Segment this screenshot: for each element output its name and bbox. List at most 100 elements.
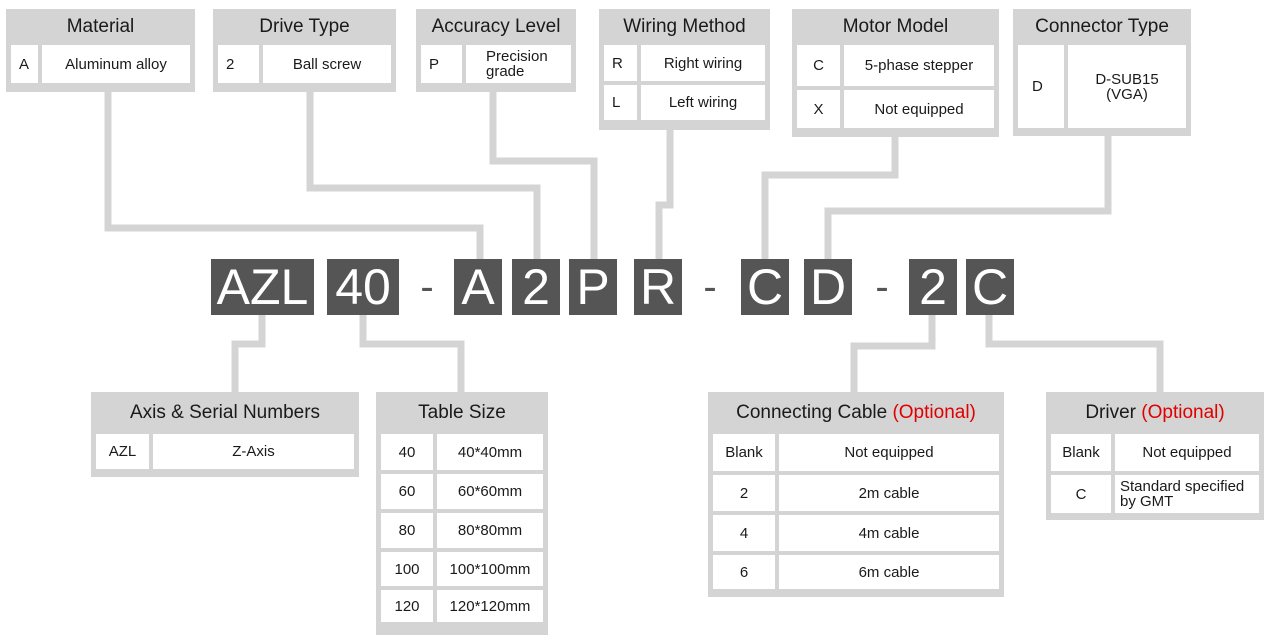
code-block-cable: 2 [909,259,957,315]
code-block-accuracy: P [569,259,617,315]
accuracy-panel: Accuracy Level P Precision grade [416,9,576,92]
option-desc: Right wiring [641,45,765,81]
table-size-panel: Table Size 40 40*40mm 60 60*60mm 80 80*8… [376,392,548,635]
code-block-series: AZL [211,259,314,315]
option-desc: 40*40mm [437,434,543,470]
connector-wiring [655,130,674,259]
driver-panel: Driver (Optional) Blank Not equipped C S… [1046,392,1264,520]
option-code: 100 [381,552,433,586]
optional-label: (Optional) [892,402,976,423]
connector-type-panel: Connector Type D D-SUB15 (VGA) [1013,9,1191,136]
option-code: C [1051,475,1111,513]
option-desc: Not equipped [844,90,994,128]
code-block-driver: C [966,259,1014,315]
option-row: R Right wiring [604,45,765,81]
option-desc: 60*60mm [437,474,543,509]
separator-dash: - [420,264,434,309]
connector-drive-type [306,92,541,259]
panel-title: Connecting Cable (Optional) [713,392,999,434]
option-row: 2 Ball screw [218,45,391,83]
option-code: L [604,85,637,120]
connector-motor [761,137,899,259]
option-code: 2 [713,475,775,511]
connector-axis [231,315,266,392]
connector-driver [985,315,1164,392]
panel-title: Table Size [418,402,506,423]
wiring-panel: Wiring Method R Right wiring L Left wiri… [599,9,770,130]
option-row: L Left wiring [604,85,765,120]
option-code: X [797,90,840,128]
option-desc: 2m cable [779,475,999,511]
connector-material [104,92,484,259]
connector-connector-type [824,136,1112,259]
option-code: 6 [713,555,775,589]
panel-title-text: Connecting Cable [736,402,888,423]
code-block-table-size: 40 [327,259,399,315]
panel-title: Driver (Optional) [1051,392,1259,434]
option-row: A Aluminum alloy [11,45,190,83]
option-code: R [604,45,637,81]
option-code: D [1018,45,1064,128]
cable-panel: Connecting Cable (Optional) Blank Not eq… [708,392,1004,597]
option-desc: Aluminum alloy [42,45,190,83]
option-desc: Ball screw [263,45,391,83]
code-block-material: A [454,259,502,315]
option-code: Blank [713,434,775,471]
option-code: C [797,45,840,86]
code-block-connector: D [804,259,852,315]
option-row: 120 120*120mm [381,590,543,622]
option-row: C Standard specified by GMT [1051,475,1259,513]
option-desc: 5-phase stepper [844,45,994,86]
panel-title: Wiring Method [623,16,746,37]
axis-panel: Axis & Serial Numbers AZL Z-Axis [91,392,359,477]
option-row: 2 2m cable [713,475,999,511]
option-row: 60 60*60mm [381,474,543,509]
option-row: D D-SUB15 (VGA) [1018,45,1186,128]
option-code: AZL [96,434,149,469]
option-row: 6 6m cable [713,555,999,589]
panel-title: Axis & Serial Numbers [129,402,321,423]
option-row: C 5-phase stepper [797,45,994,86]
panel-title: Material [66,16,135,37]
connector-accuracy [489,92,598,259]
panel-title-text: Driver [1085,402,1136,423]
optional-label: (Optional) [1141,402,1225,423]
option-desc: Not equipped [1115,434,1259,471]
panel-title: Connector Type [1035,16,1169,37]
option-desc: Not equipped [779,434,999,471]
option-row: 40 40*40mm [381,434,543,470]
option-code: 80 [381,513,433,548]
option-desc: Standard specified by GMT [1115,475,1259,513]
option-desc: D-SUB15 (VGA) [1068,45,1186,128]
option-desc: Z-Axis [153,434,354,469]
option-code: P [421,45,462,83]
material-panel: Material A Aluminum alloy [6,9,195,92]
code-block-motor: C [741,259,789,315]
option-row: AZL Z-Axis [96,434,354,469]
option-desc: 4m cable [779,515,999,551]
panel-title: Accuracy Level [431,16,561,37]
option-row: Blank Not equipped [1051,434,1259,471]
option-desc: Left wiring [641,85,765,120]
option-row: Blank Not equipped [713,434,999,471]
option-row: 4 4m cable [713,515,999,551]
option-code: Blank [1051,434,1111,471]
option-code: 40 [381,434,433,470]
option-code: 2 [218,45,259,83]
separator-dash: - [875,264,889,309]
panel-title: Drive Type [259,16,350,37]
option-code: 60 [381,474,433,509]
option-desc: 120*120mm [437,590,543,622]
panel-title: Motor Model [842,16,949,37]
code-block-wiring: R [634,259,682,315]
option-desc: Precision grade [466,45,571,83]
separator-dash: - [703,264,717,309]
option-row: X Not equipped [797,90,994,128]
option-desc: 80*80mm [437,513,543,548]
code-block-drive-type: 2 [512,259,560,315]
option-code: 4 [713,515,775,551]
connector-cable [850,315,936,392]
option-row: 100 100*100mm [381,552,543,586]
connector-table-size [359,315,465,392]
